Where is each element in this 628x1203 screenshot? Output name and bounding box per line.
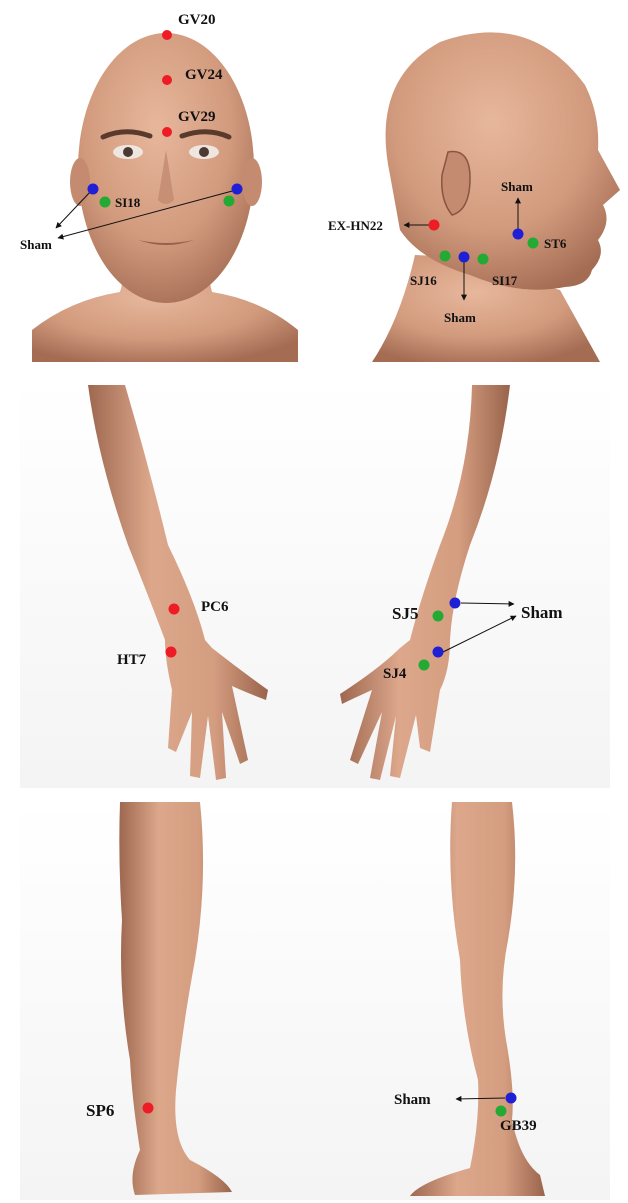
gv24-point [162,75,172,85]
face-panel: GV20 GV24 GV29 SI18 Sham [20,12,298,362]
sp6-label: SP6 [86,1101,114,1120]
si17-point [478,254,489,265]
sj16-point [440,251,451,262]
leg-sham-point [506,1093,517,1104]
si18-label: SI18 [115,195,141,210]
profile-panel: EX-HN22 Sham ST6 SJ16 SI17 Sham [328,32,620,362]
leg-sham-label: Sham [394,1092,431,1108]
si17-label: SI17 [492,273,518,288]
st6-label: ST6 [544,236,567,251]
profile-head [386,32,620,289]
gv24-label: GV24 [185,67,223,83]
profile-sham-label-bottom: Sham [444,310,476,325]
si18-point-left [100,197,111,208]
gb39-point [496,1106,507,1117]
profile-sham-point-bottom [459,252,470,263]
face-sham-point-left [88,184,99,195]
ht7-point [166,647,177,658]
face-sham-point-right [232,184,243,195]
ht7-label: HT7 [117,652,147,668]
sj16-label: SJ16 [410,273,437,288]
sj4-point [419,660,430,671]
gb39-label: GB39 [500,1118,537,1134]
profile-sham-label-top: Sham [501,179,533,194]
arm-sham-label: Sham [521,603,563,622]
gv29-point [162,127,172,137]
face-iris-right [199,147,209,157]
face-iris-left [123,147,133,157]
st6-point [528,238,539,249]
gv29-label: GV29 [178,109,216,125]
face-ear-left [70,158,90,206]
pc6-point [169,604,180,615]
gv20-point [162,30,172,40]
exhn22-point [429,220,440,231]
sj4-label: SJ4 [383,666,407,682]
legs-panel-bg [20,800,610,1200]
sp6-point [143,1103,154,1114]
face-ear-right [242,158,262,206]
sj5-point [433,611,444,622]
arm-sham-point-bottom [433,647,444,658]
si18-point-right [224,196,235,207]
gv20-label: GV20 [178,12,216,28]
pc6-label: PC6 [201,599,229,615]
profile-sham-point-top [513,229,524,240]
exhn22-label: EX-HN22 [328,218,383,233]
sj5-label: SJ5 [392,604,418,623]
arm-sham-point-top [450,598,461,609]
face-sham-label: Sham [20,237,52,252]
